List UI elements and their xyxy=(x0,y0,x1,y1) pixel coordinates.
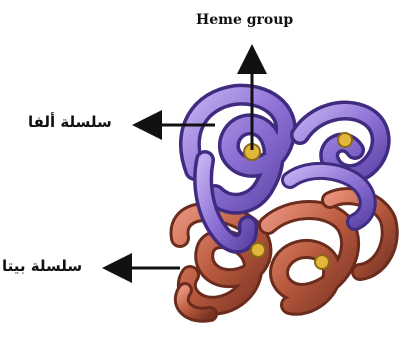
heme-icon xyxy=(315,255,329,269)
beta-chain-label: سلسلة بيتا xyxy=(2,257,82,275)
heme-group-label: Heme group xyxy=(196,12,293,28)
heme-icon xyxy=(251,243,265,257)
alpha-chain-label: سلسلة ألفا xyxy=(28,113,112,131)
heme-icon xyxy=(338,133,352,147)
